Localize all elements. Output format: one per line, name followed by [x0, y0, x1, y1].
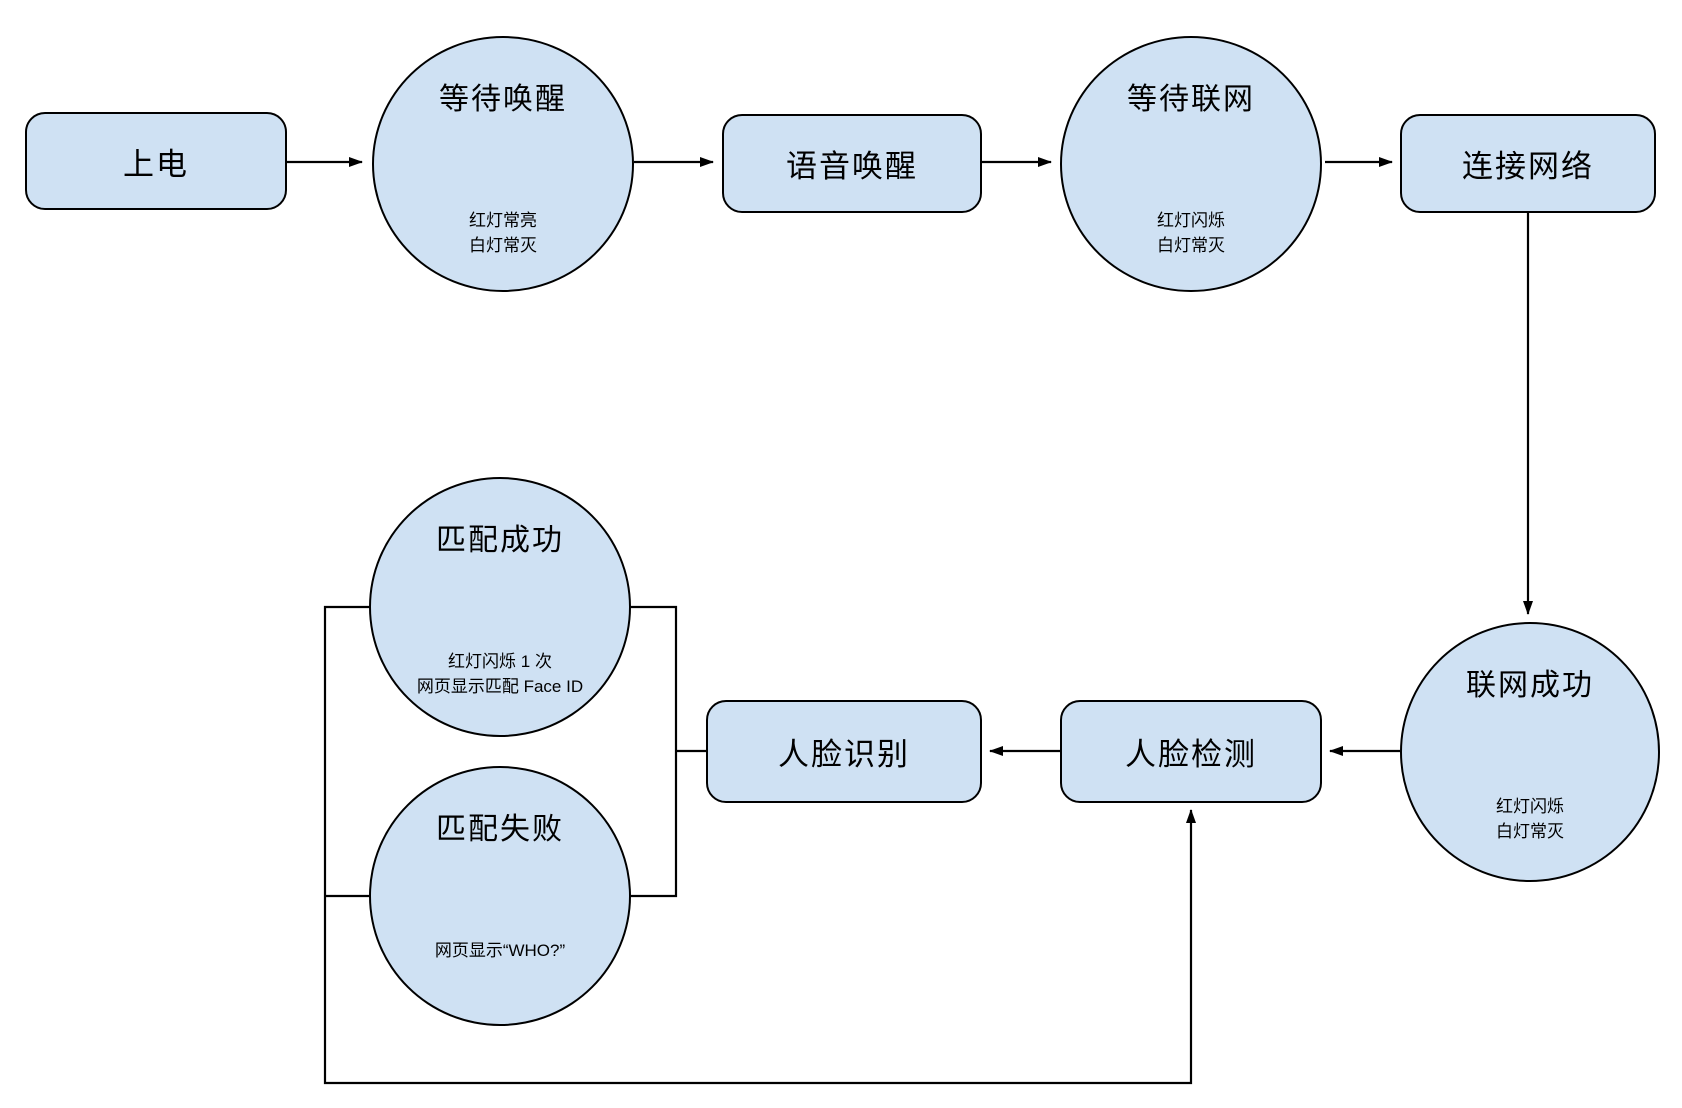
node-wait-network-status: 红灯闪烁 白灯常灭 — [1032, 208, 1350, 258]
node-match-success: 匹配成功 红灯闪烁 1 次 网页显示匹配 Face ID — [369, 477, 631, 737]
status-line: 红灯闪烁 — [1496, 797, 1564, 816]
node-wait-wake-status: 红灯常亮 白灯常灭 — [344, 208, 662, 258]
node-wait-wake-title: 等待唤醒 — [439, 83, 567, 116]
node-face-detect: 人脸检测 — [1060, 700, 1322, 803]
node-match-fail-title: 匹配失败 — [436, 813, 564, 846]
node-network-success-title: 联网成功 — [1466, 669, 1594, 702]
status-line: 网页显示“WHO?” — [434, 941, 566, 960]
node-connect-network: 连接网络 — [1400, 114, 1656, 213]
status-line: 红灯闪烁 — [1157, 211, 1225, 230]
node-wait-wake: 等待唤醒 红灯常亮 白灯常灭 — [372, 36, 634, 292]
node-face-recognize-label: 人脸识别 — [778, 737, 910, 772]
node-voice-wake-label: 语音唤醒 — [786, 149, 918, 184]
node-wait-network-title: 等待联网 — [1127, 83, 1255, 116]
node-power-on: 上电 — [25, 112, 287, 210]
status-line: 白灯常灭 — [469, 236, 537, 255]
node-voice-wake: 语音唤醒 — [722, 114, 982, 213]
status-line: 红灯常亮 — [469, 211, 537, 230]
status-line: 网页显示匹配 Face ID — [416, 677, 584, 696]
status-line: 红灯闪烁 1 次 — [448, 652, 552, 671]
node-face-recognize: 人脸识别 — [706, 700, 982, 803]
status-line: 白灯常灭 — [1157, 236, 1225, 255]
node-power-on-label: 上电 — [123, 146, 189, 182]
node-wait-network: 等待联网 红灯闪烁 白灯常灭 — [1060, 36, 1322, 292]
status-line: 白灯常灭 — [1496, 822, 1564, 841]
node-match-fail: 匹配失败 网页显示“WHO?” — [369, 766, 631, 1026]
node-network-success-status: 红灯闪烁 白灯常灭 — [1372, 794, 1682, 844]
node-match-success-status: 红灯闪烁 1 次 网页显示匹配 Face ID — [341, 649, 659, 699]
connector-loop-to-face-detect — [323, 605, 1196, 1085]
node-network-success: 联网成功 红灯闪烁 白灯常灭 — [1400, 622, 1660, 882]
node-connect-network-label: 连接网络 — [1462, 149, 1594, 184]
node-match-success-title: 匹配成功 — [436, 524, 564, 557]
node-match-fail-status: 网页显示“WHO?” — [341, 938, 659, 963]
node-face-detect-label: 人脸检测 — [1125, 737, 1257, 772]
